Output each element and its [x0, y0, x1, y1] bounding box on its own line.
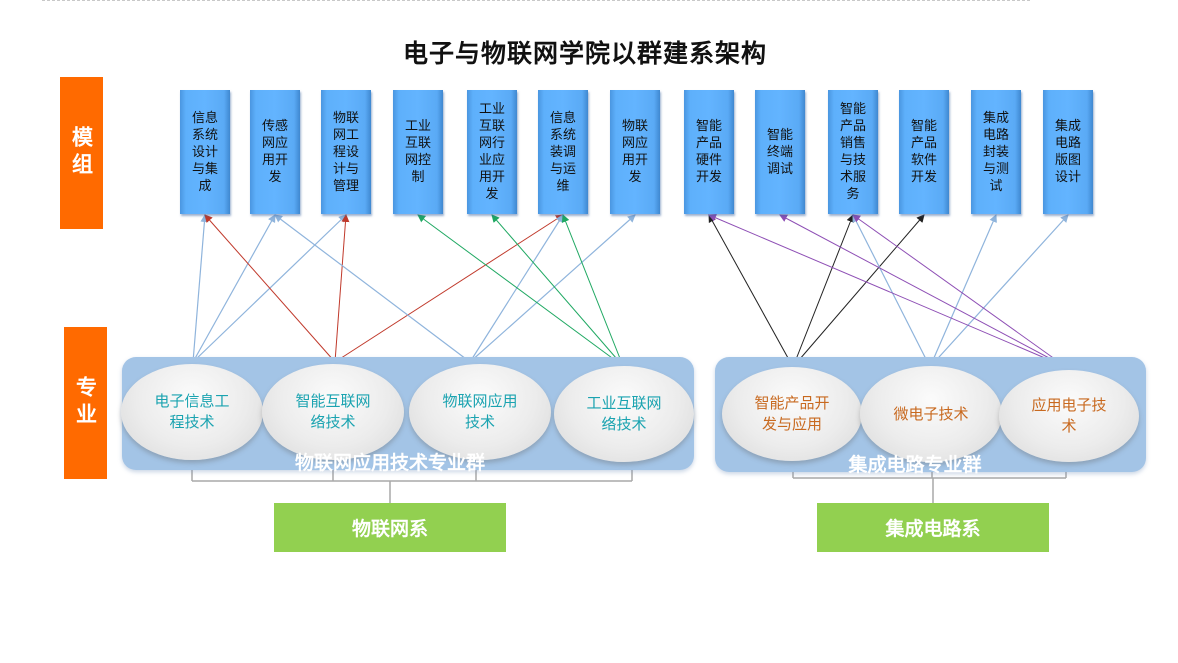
major-label: 电子信息工程技术: [154, 392, 230, 431]
module-box[interactable]: 传感网应用开发: [250, 90, 300, 214]
major-ellipse[interactable]: 智能互联网络技术: [262, 364, 404, 460]
module-box[interactable]: 物联网应用开发: [610, 90, 660, 214]
connector-arrow: [491, 214, 624, 367]
connector-arrow: [417, 214, 624, 367]
module-label: 物联网工程设计与管理: [332, 110, 359, 194]
connector-arrow: [334, 214, 564, 363]
page-title: 电子与物联网学院以群建系架构: [402, 39, 767, 68]
connector-arrow: [192, 214, 276, 363]
connector-arrow: [204, 214, 336, 363]
major-label: 智能产品开发与应用: [754, 394, 830, 433]
connector-arrow: [561, 214, 624, 367]
connector-arrow: [779, 214, 1067, 368]
major-label: 工业互联网络技术: [586, 394, 662, 433]
module-label: 集成电路封装与测试: [982, 110, 1009, 194]
module-label: 集成电路版图设计: [1054, 119, 1081, 185]
connector-arrow: [274, 214, 471, 363]
connector-arrow: [929, 214, 1069, 368]
connector-arrow: [469, 214, 636, 363]
module-label: 工业互联网控制: [404, 119, 431, 185]
major-ellipse[interactable]: 电子信息工程技术: [121, 364, 263, 460]
department-ic[interactable]: 集成电路系: [817, 503, 1049, 552]
module-box[interactable]: 信息系统装调与运维: [538, 90, 588, 214]
module-box[interactable]: 工业互联网行业应用开发: [467, 90, 517, 214]
module-label: 信息系统设计与集成: [191, 110, 218, 194]
connector-arrow: [469, 214, 564, 363]
major-ellipse[interactable]: 工业互联网络技术: [554, 366, 694, 462]
connector-arrow: [708, 214, 1067, 368]
group-title-ic: 集成电路专业群: [848, 454, 982, 476]
module-label: 传感网应用开发: [261, 119, 288, 185]
module-box[interactable]: 智能产品销售与技术服务: [828, 90, 878, 214]
major-ellipse[interactable]: 物联网应用技术: [409, 364, 551, 460]
module-box[interactable]: 集成电路封装与测试: [971, 90, 1021, 214]
connector-arrow: [852, 214, 1067, 368]
module-label: 智能产品销售与技术服务: [839, 102, 866, 202]
side-label-modules: 模组: [60, 77, 103, 229]
major-ellipse[interactable]: 智能产品开发与应用: [722, 367, 862, 461]
module-box[interactable]: 信息系统设计与集成: [180, 90, 230, 214]
top-divider: [42, 0, 1030, 1]
connector-arrow: [334, 214, 350, 363]
connector-arrow: [929, 214, 997, 368]
module-label: 信息系统装调与运维: [549, 110, 576, 194]
connector-arrow: [852, 214, 931, 368]
major-label: 微电子技术: [893, 404, 969, 423]
module-box[interactable]: 智能产品硬件开发: [684, 90, 734, 214]
module-label: 物联网应用开发: [621, 119, 648, 185]
department-iot[interactable]: 物联网系: [274, 503, 506, 552]
module-box[interactable]: 工业互联网控制: [393, 90, 443, 214]
major-label: 智能互联网络技术: [295, 392, 371, 431]
module-label: 智能产品硬件开发: [695, 119, 722, 185]
module-label: 智能终端调试: [766, 127, 793, 177]
side-label-majors: 专业: [64, 327, 107, 479]
major-label: 应用电子技术: [1031, 396, 1107, 435]
module-label: 智能产品软件开发: [910, 119, 937, 185]
major-ellipse[interactable]: 微电子技术: [860, 366, 1002, 462]
major-label: 物联网应用技术: [442, 392, 518, 431]
connector-arrow: [792, 214, 925, 368]
module-box[interactable]: 集成电路版图设计: [1043, 90, 1093, 214]
module-box[interactable]: 智能终端调试: [755, 90, 805, 214]
module-label: 工业互联网行业应用开发: [478, 102, 505, 202]
connector-arrow: [792, 214, 855, 368]
major-ellipse[interactable]: 应用电子技术: [999, 370, 1139, 462]
connector-arrow: [708, 214, 794, 368]
module-box[interactable]: 智能产品软件开发: [899, 90, 949, 214]
module-box[interactable]: 物联网工程设计与管理: [321, 90, 371, 214]
connector-arrow: [192, 214, 209, 363]
group-title-iot: 物联网应用技术专业群: [294, 452, 485, 474]
